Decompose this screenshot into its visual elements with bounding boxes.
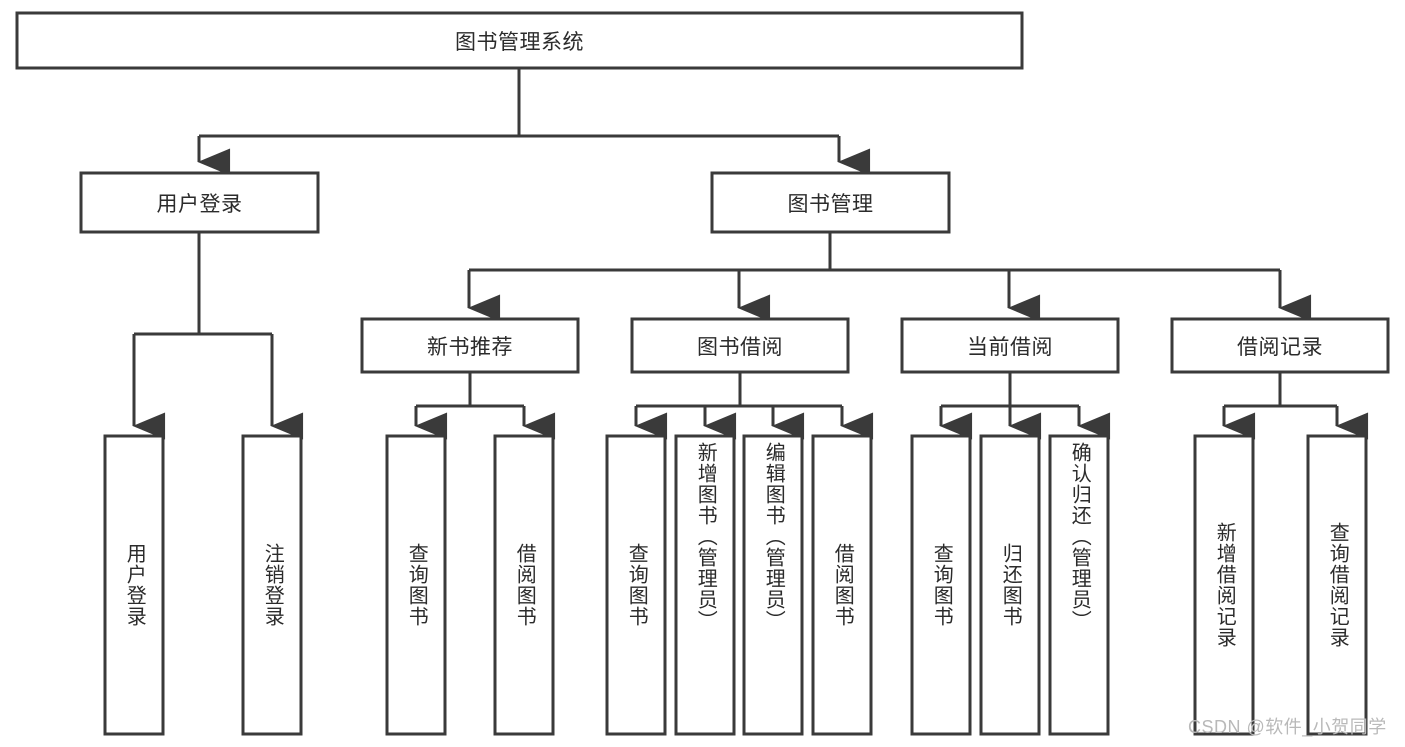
connector-book-borrow-stem [636,372,842,408]
connector-user-login-stem [134,232,272,336]
connector-book-mgmt-stem [469,232,1280,272]
node-book-borrow-box[interactable] [630,317,850,374]
node-current-borrow-box[interactable] [900,317,1120,374]
leaf-box-user-login[interactable] [103,434,165,736]
watermark-text: CSDN @软件_小贺同学 [1188,717,1387,737]
leaf-box-borrow-add[interactable] [674,434,736,736]
leaf-box-current-confirm[interactable] [1048,434,1110,736]
leaf-box-logout[interactable] [241,434,303,736]
leaf-box-borrow-edit[interactable] [742,434,804,736]
leaf-box-current-query[interactable] [910,434,972,736]
leaf-box-newbook-query[interactable] [385,434,447,736]
node-user-login-box[interactable] [79,171,320,234]
leaf-box-borrow-lend[interactable] [811,434,873,736]
leaf-box-records-query[interactable] [1306,434,1368,736]
node-new-book-box[interactable] [360,317,580,374]
leaf-box-current-return[interactable] [979,434,1041,736]
leaf-box-records-add[interactable] [1193,434,1255,736]
connector-root-to-level2 [199,68,839,138]
node-book-mgmt-box[interactable] [710,171,951,234]
node-root-box[interactable] [15,11,1024,70]
connector-borrow-records-stem [1224,372,1337,408]
connector-new-book-stem [416,372,524,408]
leaf-box-borrow-query[interactable] [605,434,667,736]
node-borrow-records-box[interactable] [1170,317,1390,374]
leaf-box-newbook-borrow[interactable] [493,434,555,736]
connector-current-borrow-stem [941,372,1079,408]
